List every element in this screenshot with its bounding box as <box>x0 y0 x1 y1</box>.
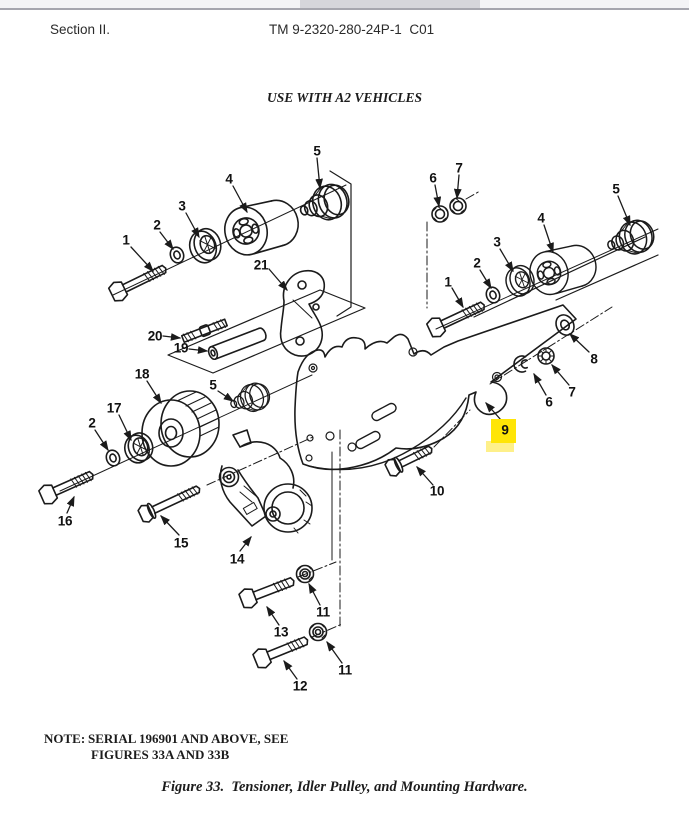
idler-roller-item-4-left <box>224 199 299 256</box>
scrollbar-thumb[interactable] <box>300 0 480 8</box>
hub-item-3-right <box>505 264 535 297</box>
spacer-item-19 <box>207 327 267 361</box>
callout-leader-lines <box>66 157 631 680</box>
bolt-item-16 <box>38 470 94 505</box>
nut-item-11-lower <box>308 622 328 642</box>
idler-roller-item-4-right <box>529 244 597 296</box>
bolt-item-13 <box>238 576 295 609</box>
note-label: NOTE: <box>44 731 86 746</box>
star-washer-item-7 <box>537 347 555 365</box>
figure-caption: Figure 33. Tensioner, Idler Pulley, and … <box>161 779 528 795</box>
washer-item-2-right <box>485 286 501 304</box>
stud-item-20 <box>180 318 228 344</box>
nut-item-11-upper <box>295 564 315 584</box>
nut-item-6-top <box>431 205 449 223</box>
tm-number: TM 9-2320-280-24P-1 C01 <box>269 22 435 37</box>
washer-item-2-left <box>169 246 185 264</box>
hub-item-3-left <box>188 227 222 264</box>
centerlines <box>206 190 613 638</box>
bolt-item-10 <box>384 445 433 477</box>
belt-tensioner-item-14 <box>218 429 313 534</box>
nut-item-7-top <box>449 197 467 215</box>
section-heading: Section II. <box>50 22 111 37</box>
pulley-item-5-mid <box>230 382 271 413</box>
bolt-item-12 <box>252 636 309 669</box>
use-with-vehicles-note: USE WITH A2 VEHICLES <box>267 90 422 105</box>
note-text-line1: SERIAL 196901 AND ABOVE, SEE <box>88 731 289 746</box>
pulley-item-5-right <box>607 219 655 255</box>
drive-pulley-item-18 <box>141 390 220 467</box>
pulley-item-5-left <box>299 183 350 221</box>
highlight-strip <box>486 441 514 452</box>
bolt-item-15 <box>137 485 201 523</box>
note-text-line2: FIGURES 33A AND 33B <box>91 747 230 762</box>
hub-item-17 <box>123 432 154 464</box>
highlight-box <box>491 419 516 443</box>
bolt-item-1-left <box>107 264 167 302</box>
bracket-item-21 <box>279 269 326 357</box>
horizontal-scrollbar[interactable] <box>0 0 689 10</box>
mounting-bracket-item-9 <box>294 304 577 471</box>
bolt-item-1-right <box>425 301 485 338</box>
washer-item-2-mid <box>105 449 121 467</box>
